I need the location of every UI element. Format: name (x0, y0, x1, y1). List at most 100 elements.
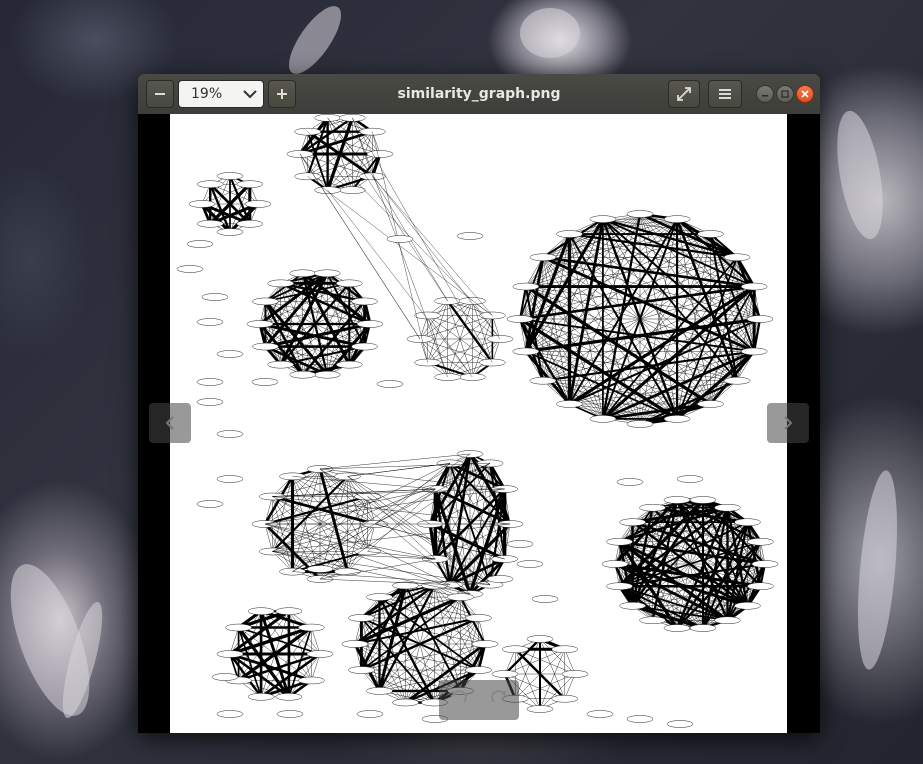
graph-edge (272, 468, 321, 552)
previous-image-button[interactable] (149, 403, 191, 443)
graph-edge (301, 300, 366, 376)
rotate-right-button[interactable] (489, 688, 509, 712)
graph-edge (347, 476, 431, 525)
graph-edge (525, 351, 604, 420)
graph-node (259, 547, 286, 556)
graph-edge (568, 285, 755, 406)
graph-edge (525, 213, 641, 352)
graph-node (616, 478, 644, 486)
graph-edge (327, 117, 448, 302)
graph-edge (639, 213, 761, 320)
graph-edge (569, 232, 738, 259)
graph-edge (525, 233, 711, 287)
graph-edge (504, 649, 565, 675)
graph-node (294, 127, 321, 136)
graph-edge (429, 488, 505, 525)
graph-edge (238, 611, 290, 681)
graph-edge (259, 301, 266, 325)
graph-node (465, 614, 492, 622)
graph-node (531, 595, 559, 603)
rotate-left-button[interactable] (449, 688, 469, 712)
graph-node (601, 560, 629, 568)
graph-node (339, 186, 366, 194)
graph-node (259, 492, 286, 501)
graph-edge (676, 217, 738, 259)
graph-edge (360, 584, 407, 671)
close-button[interactable] (796, 85, 814, 103)
next-image-button[interactable] (767, 403, 809, 443)
graph-node (589, 215, 617, 223)
chevron-down-icon[interactable] (237, 89, 263, 99)
graph-edge (429, 463, 451, 525)
graph-edge (299, 130, 373, 156)
graph-edge (299, 153, 421, 340)
graph-node (516, 560, 544, 568)
rotate-right-icon (491, 690, 508, 703)
graph-node (447, 593, 474, 601)
graph-node (201, 293, 229, 301)
minimize-button[interactable] (756, 85, 774, 103)
graph-edge (542, 257, 570, 404)
graph-edge (264, 488, 505, 525)
graph-edge (429, 462, 491, 525)
graph-edge (469, 453, 506, 490)
graph-node (586, 710, 614, 718)
graph-edge (367, 523, 376, 552)
graph-edge (264, 523, 273, 552)
graph-edge (349, 283, 365, 347)
graph-edge (676, 218, 755, 288)
graph-edge (354, 585, 406, 645)
graph-edge (292, 453, 471, 572)
graph-node (714, 616, 741, 625)
zoom-level-value[interactable]: 19% (191, 86, 223, 102)
graph-edge (614, 541, 761, 565)
graph-edge (652, 522, 748, 621)
graph-edge (319, 468, 491, 585)
graph-node (275, 607, 303, 615)
graph-edge (639, 219, 678, 425)
graph-edge (201, 175, 231, 205)
graph-edge (272, 551, 436, 560)
graph-node (236, 180, 264, 188)
graph-edge (524, 286, 544, 381)
zoom-level-combobox[interactable]: 19% (178, 80, 264, 108)
graph-edge (525, 286, 755, 352)
graph-edge (569, 233, 755, 287)
graph-edge (726, 521, 749, 621)
maximize-button[interactable] (776, 85, 794, 103)
graph-node (216, 228, 244, 236)
image-canvas[interactable] (138, 114, 820, 733)
graph-node (506, 315, 534, 323)
fullscreen-button[interactable] (668, 80, 700, 108)
graph-edge (354, 616, 479, 645)
graph-edge (272, 496, 511, 525)
main-menu-button[interactable] (708, 80, 742, 108)
graph-node (512, 282, 540, 291)
graph-edge (602, 233, 711, 419)
graph-edge (631, 499, 705, 607)
graph-node (551, 645, 578, 654)
graph-node (606, 582, 633, 590)
zoom-out-button[interactable] (146, 80, 174, 108)
graph-edge (272, 476, 348, 497)
graph-node (526, 635, 554, 643)
graph-edge (347, 476, 491, 585)
graph-node (366, 593, 393, 601)
graph-edge (542, 218, 678, 258)
graph-edge (374, 523, 505, 560)
graph-node (734, 518, 761, 526)
graph-node (740, 282, 768, 291)
graph-edge (676, 499, 749, 607)
zoom-in-button[interactable] (268, 80, 296, 108)
graph-node (275, 693, 303, 701)
graph-edge (319, 463, 491, 580)
graph-edge (229, 611, 262, 655)
graph-edge (632, 522, 653, 621)
graph-node (486, 575, 514, 583)
graph-edge (504, 673, 565, 699)
graph-node (676, 475, 704, 483)
graph-edge (460, 617, 479, 691)
graph-edge (468, 488, 507, 595)
graph-node (246, 320, 274, 328)
graph-edge (469, 463, 491, 595)
